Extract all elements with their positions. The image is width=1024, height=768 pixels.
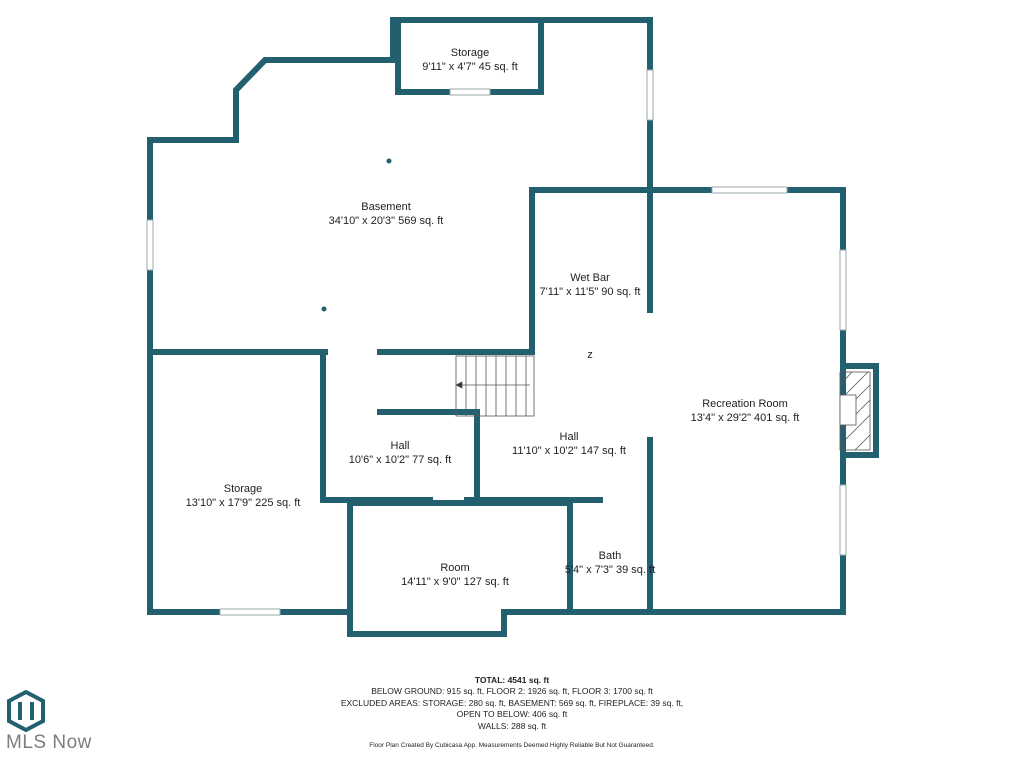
room-dims-basement: 34'10" x 20'3" 569 sq. ft — [329, 215, 444, 227]
outer-wall-top — [390, 17, 653, 193]
room-name-recreation-room: Recreation Room — [702, 398, 788, 410]
window-basement-west — [146, 219, 154, 271]
room-name-storage-top: Storage — [451, 47, 490, 59]
room-name-basement: Basement — [361, 201, 411, 213]
wall-wetbar-left — [529, 187, 653, 355]
room-name-bath: Bath — [599, 550, 622, 562]
column-dot — [386, 158, 392, 164]
window-storage-bottom — [449, 88, 491, 96]
fireplace-walls — [840, 363, 879, 458]
room-dims-storage-left: 13'10" x 17'9" 225 sq. ft — [186, 497, 301, 509]
mls-hex-icon — [7, 689, 45, 733]
room-dims-hall-right: 11'10" x 10'2" 147 sq. ft — [512, 445, 626, 457]
walls-area: WALLS: 288 sq. ft — [477, 720, 547, 731]
area-summary: TOTAL: 4541 sq. ft BELOW GROUND: 915 sq.… — [0, 675, 1024, 749]
room-name-room: Room — [440, 562, 469, 574]
room-dims-hall-left: 10'6" x 10'2" 77 sq. ft — [349, 454, 452, 466]
window-storage-bottom-left — [219, 608, 281, 616]
below-ground-area: BELOW GROUND: 915 sq. ft, FLOOR 2: 1926 … — [371, 686, 653, 696]
stair-marker: z — [587, 349, 593, 361]
room-dims-recreation-room: 13'4" x 29'2" 401 sq. ft — [691, 412, 800, 424]
column-dot — [321, 306, 327, 312]
room-name-hall-left: Hall — [391, 440, 410, 452]
window-storage-right — [646, 69, 654, 121]
total-area: TOTAL: 4541 sq. ft — [474, 675, 550, 685]
window-rec-right — [839, 249, 847, 331]
walls — [147, 17, 879, 637]
windows — [146, 69, 847, 616]
open-to-below: OPEN TO BELOW: 406 sq. ft — [456, 709, 568, 719]
room-dims-storage-top: 9'11" x 4'7" 45 sq. ft — [422, 61, 518, 73]
room-dims-room: 14'11" x 9'0" 127 sq. ft — [401, 576, 509, 588]
stairs — [455, 355, 535, 417]
floor-plan: Storage 9'11" x 4'7" 45 sq. ft Basement … — [146, 17, 879, 637]
room-name-hall-right: Hall — [560, 431, 579, 443]
mls-now-logo: MLS Now — [6, 689, 106, 760]
credit-text: Floor Plan Created By Cubicasa App. Meas… — [369, 742, 655, 749]
outer-wall-left — [233, 57, 396, 141]
logo-text: MLS Now — [6, 732, 92, 753]
fireplace — [839, 371, 871, 451]
room-name-wet-bar: Wet Bar — [570, 272, 610, 284]
window-rec-top — [711, 186, 788, 194]
window-rec-right-2 — [839, 484, 847, 556]
room-dims-bath: 5'4" x 7'3" 39 sq. ft — [565, 564, 655, 576]
room-dims-wet-bar: 7'11" x 11'5" 90 sq. ft — [540, 286, 641, 298]
outer-wall-west — [147, 137, 846, 637]
room-labels: Storage 9'11" x 4'7" 45 sq. ft Basement … — [186, 47, 800, 588]
room-name-storage-left: Storage — [224, 483, 263, 495]
excluded-areas: EXCLUDED AREAS: STORAGE: 280 sq. ft, BAS… — [340, 697, 684, 708]
